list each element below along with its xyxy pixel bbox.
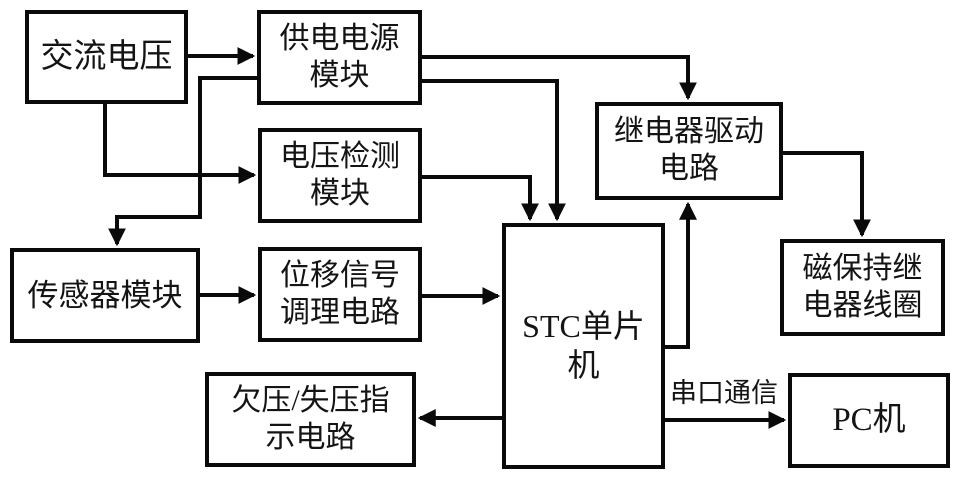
edge-ac-to-voltage-detection <box>103 103 257 184</box>
edge-power-supply-to-sensor <box>108 76 257 247</box>
serial-comm-label: 串口通信 <box>670 378 778 408</box>
block-ac-voltage: 交流电压 <box>25 10 188 104</box>
block-label: 继电器驱动 电路 <box>614 115 764 185</box>
block-label: 磁保持继 电器线圈 <box>802 251 923 322</box>
block-relay-drive-circuit: 继电器驱动 电路 <box>595 102 783 200</box>
block-label: 传感器模块 <box>27 277 183 313</box>
block-sensor-module: 传感器模块 <box>10 248 200 343</box>
block-label: 交流电压 <box>40 38 173 75</box>
block-displacement-signal-conditioning: 位移信号 调理电路 <box>258 247 422 342</box>
edge-power-supply-to-stc <box>422 79 566 222</box>
block-magnetic-latching-relay-coil: 磁保持继 电器线圈 <box>780 239 945 336</box>
block-undervoltage-loss-indicator: 欠压/失压指 示电路 <box>205 372 416 467</box>
block-pc: PC机 <box>788 373 950 468</box>
block-label: 电压检测 模块 <box>280 139 400 210</box>
block-label: PC机 <box>832 402 906 439</box>
block-voltage-detection-module: 电压检测 模块 <box>258 128 422 223</box>
block-label: 供电电源 模块 <box>279 21 400 92</box>
block-label: STC单片 机 <box>522 307 645 383</box>
edge-stc-to-relay-drive <box>665 201 697 349</box>
edge-power-supply-to-relay-drive <box>422 55 697 101</box>
block-power-supply-module: 供电电源 模块 <box>257 10 422 105</box>
edge-relay-drive-to-relay-coil <box>783 151 871 238</box>
edge-voltage-detection-to-stc <box>422 175 539 222</box>
block-label: 欠压/失压指 示电路 <box>231 383 390 454</box>
block-stc-mcu: STC单片 机 <box>502 223 665 469</box>
block-label: 位移信号 调理电路 <box>280 258 400 329</box>
